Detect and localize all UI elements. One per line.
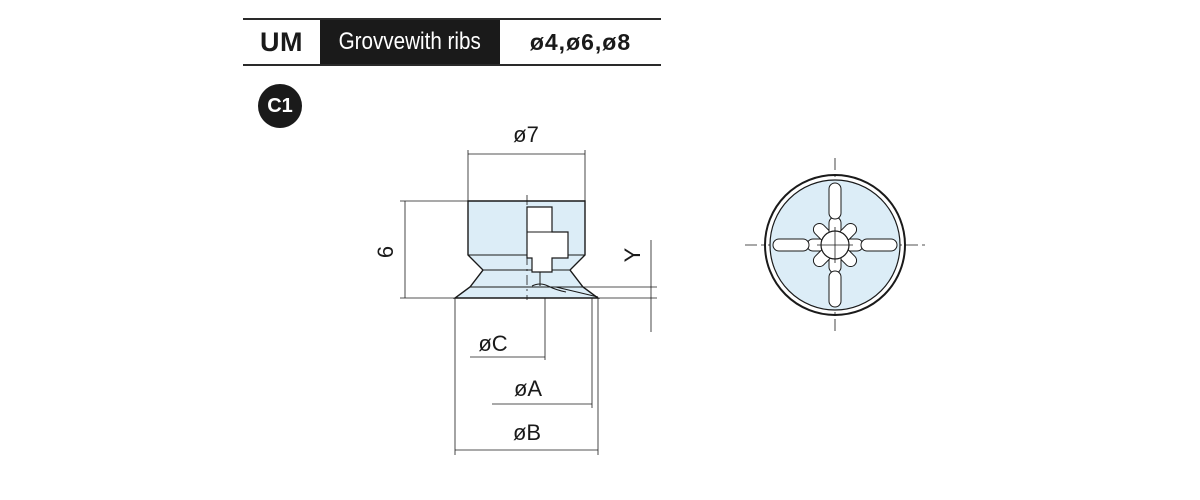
front-view (745, 158, 925, 332)
cup-type-label: Grovvewith ribs (338, 28, 482, 55)
rib-slot (828, 270, 842, 308)
cut-edge (555, 286, 599, 298)
size-list: ø4,ø6,ø8 (529, 28, 632, 55)
rib-slot (828, 182, 842, 220)
dim-b-label: øB (513, 420, 541, 445)
inner-curve (531, 283, 567, 293)
dim-a-label: øA (514, 376, 542, 401)
dim-height-label: 6 (373, 246, 398, 258)
rib-slot (860, 238, 898, 252)
variant-badge: C1 (258, 84, 302, 128)
dim-top-diameter-label: ø7 (513, 122, 539, 147)
spec-header: UM Grovvewith ribs ø4,ø6,ø8 (243, 18, 661, 66)
rib-slot (772, 238, 810, 252)
inner-section (526, 206, 569, 273)
dim-c-label: øC (478, 331, 507, 356)
model-code: UM (260, 26, 303, 57)
outer-rim (764, 174, 906, 316)
side-view: ø7 6 Y øC øA øB (373, 122, 657, 455)
dim-y-label: Y (620, 247, 645, 262)
cup-type-band: Grovvewith ribs (320, 20, 500, 64)
